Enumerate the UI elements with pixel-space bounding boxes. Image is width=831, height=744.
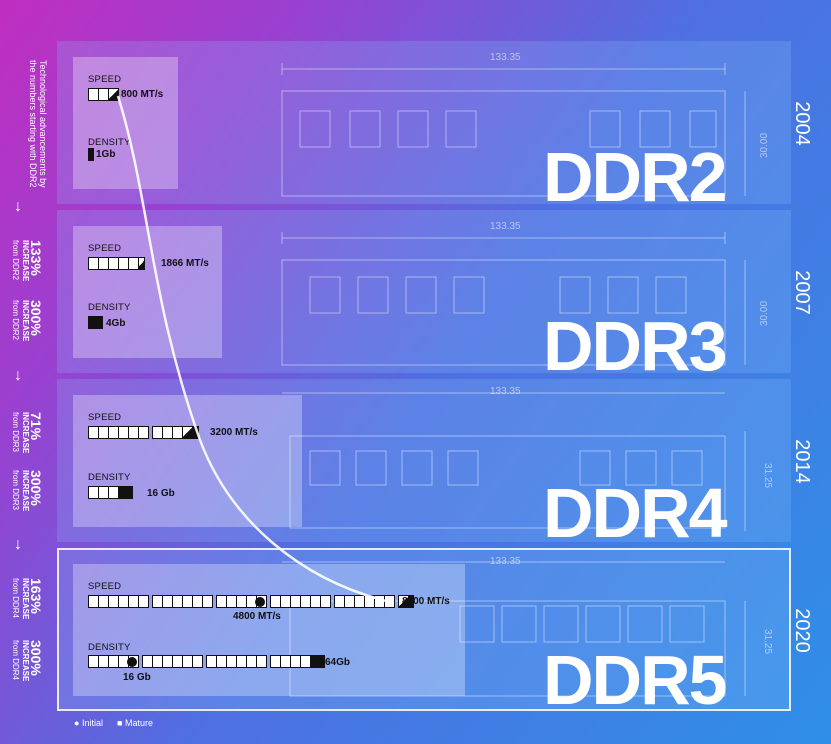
ddr3-density-bar: [88, 316, 103, 329]
ddr4-density-value: 16 Gb: [147, 488, 175, 499]
ddr2-density-bar: [88, 148, 94, 161]
memory-module-outlines: [281, 63, 746, 697]
ddr3-speed-value: 1866 MT/s: [161, 258, 209, 269]
ddr2-speed-label: SPEED: [88, 74, 122, 85]
ddr4-band: [57, 379, 791, 542]
arrow-down-icon: ↓: [14, 198, 22, 215]
ddr5-density-initial-marker: [127, 656, 137, 667]
legend-mature: ■ Mature: [117, 718, 153, 728]
ddr4-year: 2014: [790, 439, 813, 484]
intro-text: Technological advancements by the number…: [28, 60, 48, 188]
ddr4-speed-label: SPEED: [88, 412, 122, 423]
ddr5-density-bar: [88, 655, 325, 668]
ddr3-density-label: DENSITY: [88, 302, 131, 313]
ddr3-spec-panel: [73, 226, 222, 358]
ddr4-density-increase-word: INCREASE: [21, 470, 30, 512]
ddr5-density-increase-word: INCREASE: [21, 640, 30, 682]
ddr2-density-label: DENSITY: [88, 137, 131, 148]
ddr4-density-label: DENSITY: [88, 472, 131, 483]
initial-dot-icon: ●: [74, 718, 80, 728]
ddr5-density-from: from DDR4: [11, 640, 20, 681]
ddr2-title: DDR2: [543, 138, 728, 216]
ddr5-density-initial-value: 16 Gb: [123, 672, 151, 683]
ddr4-speed-bar: [88, 426, 199, 439]
legend-mature-label: Mature: [124, 718, 153, 728]
ddr5-title: DDR5: [543, 641, 728, 719]
ddr3-speed-bar: [88, 257, 145, 270]
ddr4-speed-value: 3200 MT/s: [210, 427, 258, 438]
ddr2-band: [57, 41, 791, 204]
ddr5-density-value: 64Gb: [325, 657, 351, 668]
arrow-down-icon: ↓: [14, 536, 22, 553]
ddr3-density-increase-word: INCREASE: [21, 300, 30, 342]
ddr4-speed-from: from DDR3: [11, 412, 20, 453]
ddr5-speed-from: from DDR4: [11, 578, 20, 619]
width-dimension-ddr3: 133.35: [490, 221, 521, 232]
ddr3-year: 2007: [790, 270, 813, 315]
ddr5-speed-initial-marker: [255, 596, 265, 607]
ddr5-speed-increase-word: INCREASE: [21, 578, 30, 620]
ddr4-title: DDR4: [543, 474, 728, 552]
ddr5-speed-initial-value: 4800 MT/s: [233, 611, 281, 622]
ddr3-speed-from: from DDR2: [11, 240, 20, 281]
width-dimension-ddr5: 133.35: [490, 556, 521, 567]
ddr3-title: DDR3: [543, 307, 728, 385]
ddr3-density-from: from DDR2: [11, 300, 20, 341]
mature-square-icon: ■: [117, 718, 123, 728]
legend-initial-label: Initial: [81, 718, 103, 728]
ddr4-spec-panel: [73, 395, 302, 527]
ddr5-density-label: DENSITY: [88, 642, 131, 653]
ddr3-speed-increase-word: INCREASE: [21, 240, 30, 282]
legend-initial: ● Initial: [74, 718, 103, 728]
arrow-down-icon: ↓: [14, 367, 22, 384]
ddr3-band: [57, 210, 791, 373]
ddr5-speed-value: 8400 MT/s: [402, 596, 450, 607]
ddr4-density-from: from DDR3: [11, 470, 20, 511]
ddr3-density-value: 4Gb: [106, 318, 126, 329]
width-dimension-ddr2: 133.35: [490, 52, 521, 63]
ddr2-speed-bar: [88, 88, 119, 101]
ddr2-speed-value: 800 MT/s: [121, 89, 164, 100]
ddr2-year: 2004: [790, 101, 813, 146]
ddr5-speed-label: SPEED: [88, 581, 122, 592]
ddr4-speed-increase-word: INCREASE: [21, 412, 30, 454]
ddr2-density-value: 1Gb: [96, 149, 116, 160]
ddr4-density-bar: [88, 486, 133, 499]
ddr5-year: 2020: [790, 608, 813, 653]
ddr5-band: [57, 548, 791, 711]
ddr3-speed-label: SPEED: [88, 243, 122, 254]
ddr5-spec-panel: [73, 564, 465, 696]
width-dimension-ddr4: 133.35: [490, 386, 521, 397]
